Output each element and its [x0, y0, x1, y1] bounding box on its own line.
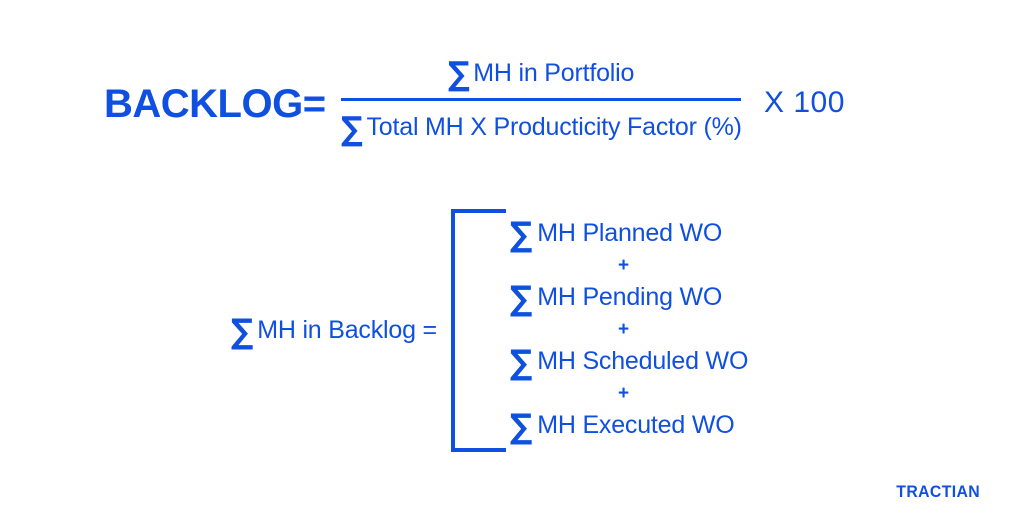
square-bracket-icon: [451, 209, 506, 452]
term-label: MH Executed WO: [537, 411, 735, 439]
list-item: ∑MH Planned WO: [510, 214, 820, 254]
term-label: MH Scheduled WO: [537, 347, 749, 375]
summation-icon: ∑: [510, 279, 533, 319]
backlog-expansion: ∑MH in Backlog = ∑MH Planned WO + ∑MH Pe…: [0, 200, 1024, 470]
backlog-fraction: ∑MH in Portfolio ∑Total MH X Producticit…: [341, 52, 742, 148]
multiplier-label: X 100: [764, 86, 845, 119]
backlog-formula-label: BACKLOG=: [104, 82, 326, 126]
summation-icon: ∑: [510, 215, 533, 255]
plus-operator: +: [618, 319, 630, 340]
summation-icon: ∑: [510, 407, 533, 447]
summation-icon: ∑: [447, 54, 470, 93]
tractian-logo: TRACTIAN: [896, 482, 980, 501]
list-item: ∑MH Executed WO: [510, 406, 820, 446]
fraction-numerator-text: MH in Portfolio: [473, 59, 635, 87]
summation-icon: ∑: [341, 109, 363, 148]
term-label: MH Pending WO: [537, 283, 723, 311]
backlog-sum-label-text: MH in Backlog =: [257, 316, 437, 344]
fraction-bar: [341, 98, 741, 101]
list-item: ∑MH Scheduled WO: [510, 342, 820, 382]
list-item: ∑MH Pending WO: [510, 278, 820, 318]
plus-operator: +: [618, 383, 630, 404]
backlog-terms-list: ∑MH Planned WO + ∑MH Pending WO + ∑MH Sc…: [510, 214, 820, 446]
fraction-denominator: ∑Total MH X Producticity Factor (%): [341, 101, 742, 148]
plus-operator: +: [618, 255, 630, 276]
summation-icon: ∑: [231, 312, 254, 352]
term-label: MH Planned WO: [537, 219, 723, 247]
fraction-denominator-text: Total MH X Producticity Factor (%): [366, 113, 742, 141]
fraction-numerator: ∑MH in Portfolio: [341, 52, 741, 94]
backlog-sum-label: ∑MH in Backlog =: [231, 312, 437, 352]
backlog-formula: BACKLOG= ∑MH in Portfolio ∑Total MH X Pr…: [0, 0, 1024, 190]
summation-icon: ∑: [510, 343, 533, 383]
